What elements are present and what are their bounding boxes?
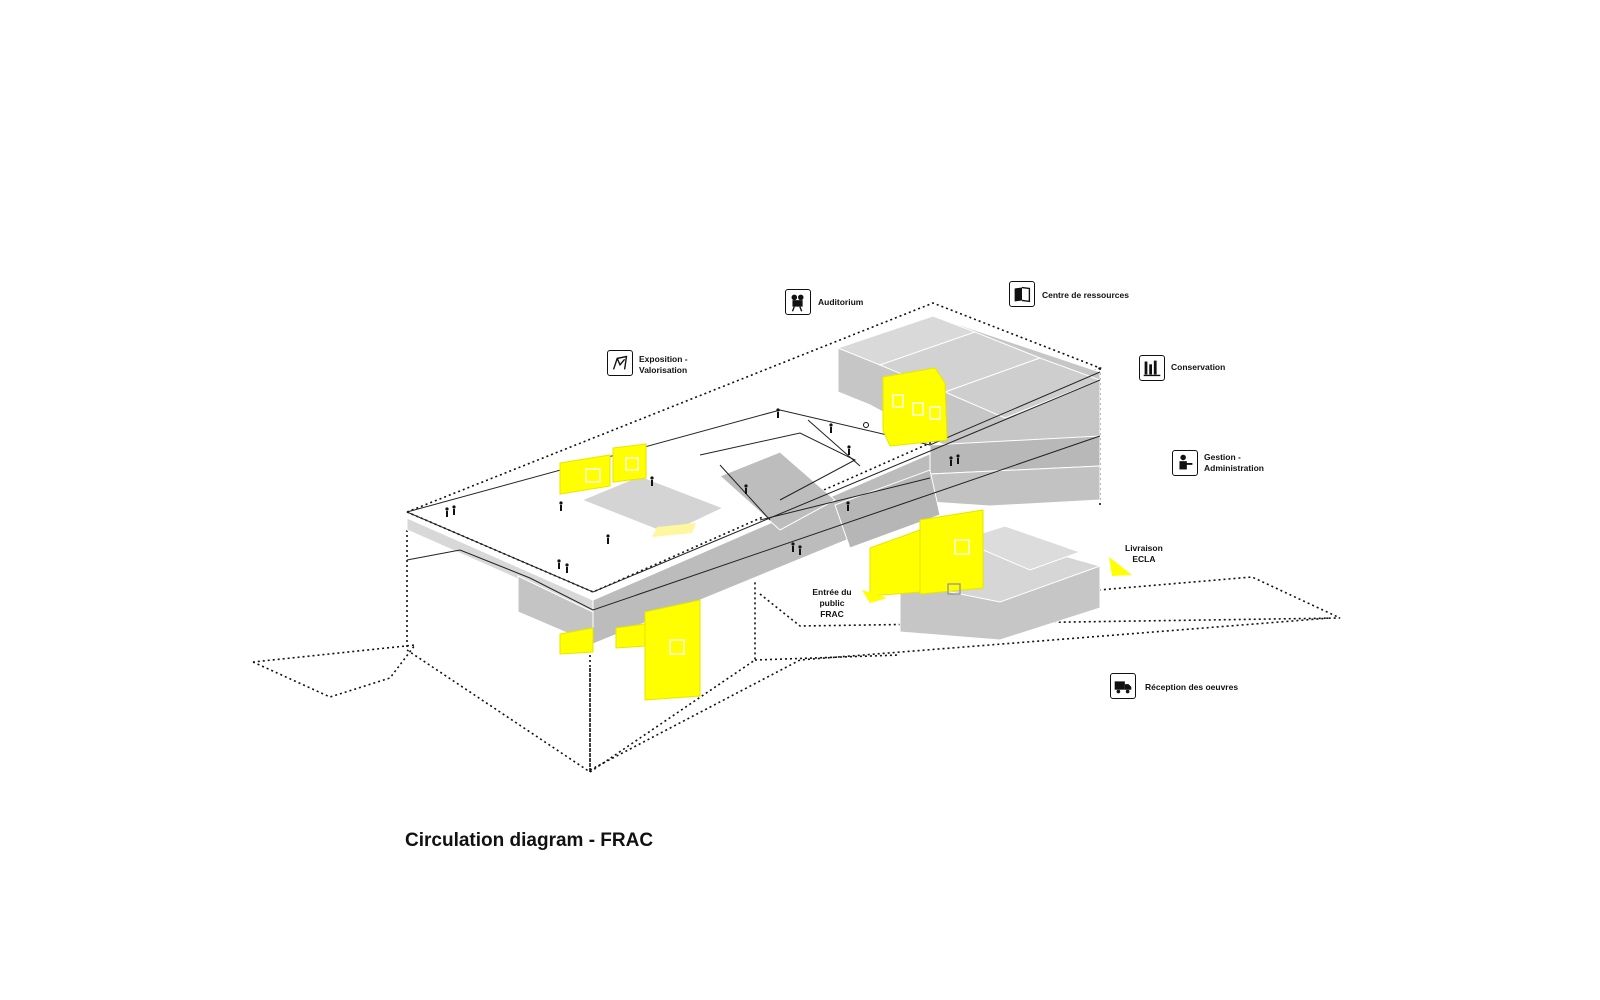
person-icon — [798, 545, 802, 555]
yellow-lift-block — [612, 443, 647, 483]
person-icon — [559, 501, 563, 511]
wheelchair-icon — [863, 422, 869, 428]
label-entree-line3: FRAC — [820, 609, 844, 619]
label-auditorium: Auditorium — [818, 297, 864, 307]
site-outline — [252, 576, 1341, 771]
person-icon — [847, 445, 851, 455]
person-icon — [445, 507, 449, 517]
book-icon — [1009, 281, 1035, 307]
archive-shelves-icon — [1139, 355, 1165, 381]
label-entree-line2: public — [819, 598, 845, 608]
person-icon — [744, 484, 748, 494]
exhibition-icon — [607, 350, 633, 376]
lower-volume-outline — [406, 530, 756, 773]
label-centre-ressources: Centre de ressources — [1042, 290, 1129, 300]
gray-volumes — [406, 315, 1102, 645]
block-pictograms — [585, 394, 970, 655]
person-icon — [557, 559, 561, 569]
yellow-stair-block-1 — [559, 454, 611, 495]
yellow-volumes — [559, 367, 1132, 701]
person-icon — [650, 476, 654, 486]
label-entree-line1: Entrée du — [812, 587, 852, 597]
truck-icon — [1110, 673, 1136, 699]
person-icon — [565, 563, 569, 573]
people-markers — [445, 408, 960, 573]
person-icon — [791, 542, 795, 552]
label-livraison-line1: Livraison — [1125, 543, 1163, 553]
person-icon — [452, 505, 456, 515]
person-icon — [776, 408, 780, 418]
label-exposition-line2: Valorisation — [639, 365, 688, 375]
label-gestion-line1: Gestion - — [1204, 452, 1241, 462]
person-icon — [956, 454, 960, 464]
diagram-title: Circulation diagram - FRAC — [405, 830, 654, 851]
label-livraison: Livraison ECLA — [1125, 543, 1163, 565]
office-desk-icon — [1172, 450, 1198, 476]
film-camera-icon — [785, 289, 811, 315]
person-icon — [949, 456, 953, 466]
person-icon — [846, 501, 850, 511]
label-conservation: Conservation — [1171, 362, 1226, 372]
person-icon — [829, 423, 833, 433]
person-icon — [606, 534, 610, 544]
label-livraison-line2: ECLA — [1132, 554, 1156, 564]
label-exposition: Exposition - Valorisation — [639, 354, 688, 376]
label-gestion-line2: Administration — [1204, 463, 1264, 473]
label-gestion: Gestion - Administration — [1204, 452, 1264, 474]
label-reception: Réception des oeuvres — [1145, 682, 1239, 692]
label-exposition-line1: Exposition - — [639, 354, 688, 364]
label-entree: Entrée du public FRAC — [810, 587, 854, 620]
